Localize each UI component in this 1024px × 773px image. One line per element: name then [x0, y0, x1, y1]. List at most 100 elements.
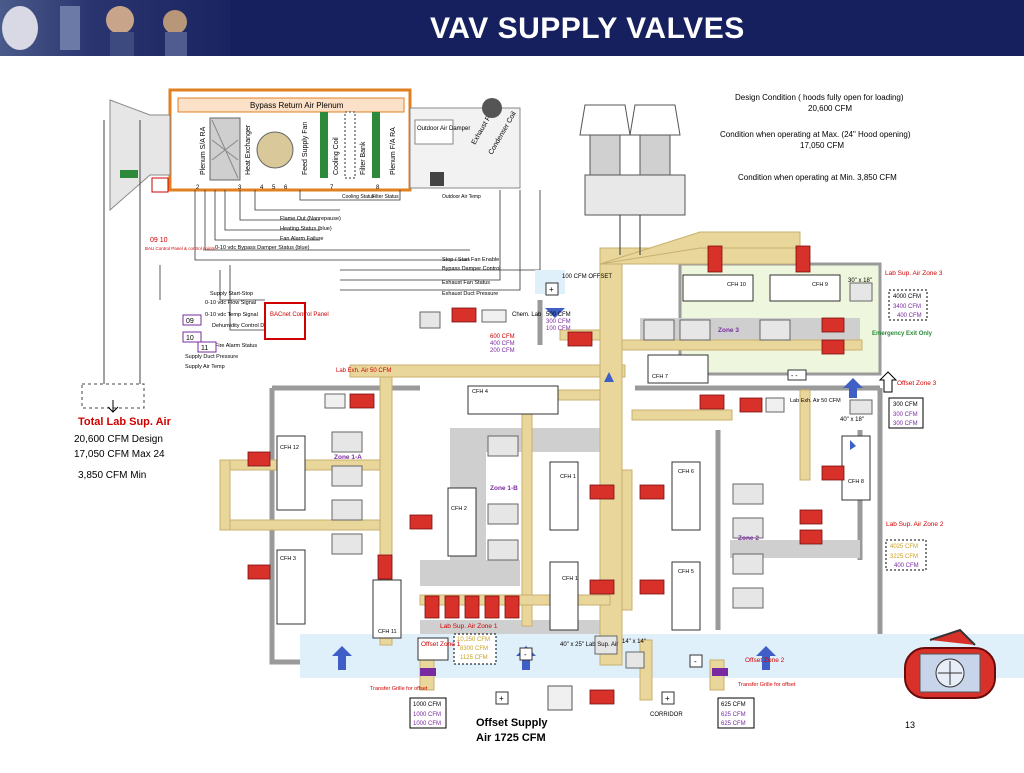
min-label: Condition when operating at Min. 3,850 C…: [738, 173, 897, 182]
chem-offset: 100 CFM OFFSET: [562, 274, 612, 280]
bacnet-panel: [264, 302, 306, 340]
signal-fan-alarm: Fan Alarm Failure: [280, 236, 323, 242]
fume-hoods: [276, 274, 871, 639]
zone1-transfer: Transfer Grille for offset: [370, 686, 428, 692]
ahu-section-3: Feed Supply Fan: [302, 122, 309, 175]
signal-exhaust-status: Exhaust Fan Status: [442, 280, 490, 286]
zone1-label: Lab Sup. Air Zone 1: [440, 623, 498, 630]
total-design: 20,600 CFM Design: [74, 434, 163, 445]
chem-cfm-l1: 600 CFM: [490, 334, 515, 340]
zone2-label: Lab Sup. Air Zone 2: [886, 521, 944, 528]
hood-cfh6: [671, 461, 701, 531]
chem-cfm-l2: 400 CFM: [490, 341, 515, 347]
offset-supply-unit: [547, 685, 573, 711]
zone1-offset-2: 1000 CFM: [413, 712, 441, 718]
zone3-offset-label: Offset Zone 3: [897, 380, 937, 387]
hood-cfh4: [467, 385, 559, 415]
hood-cfh11: [372, 579, 402, 639]
green-indicator: [120, 170, 138, 178]
zone3-duct: 30" x 18": [848, 278, 872, 284]
hood-cfh5: [671, 561, 701, 631]
outdoor-damper-box: [414, 119, 454, 145]
zone3-minus: - -: [791, 373, 798, 380]
hood-label-cfh4: CFH 4: [472, 389, 488, 395]
signal-flame: Flame Out (Nanrepause): [280, 216, 341, 222]
zone1-offset-label: Offset Zone 1: [421, 641, 461, 648]
zone3-offset-2: 300 CFM: [893, 412, 918, 418]
ahu-num-5: 5: [272, 185, 276, 191]
ahu-num-3: 3: [238, 185, 242, 191]
plus-box-chem: [545, 282, 559, 296]
plus-sign-2: +: [665, 694, 670, 703]
offset-supply-cfm: Air 1725 CFM: [476, 732, 546, 744]
box-11: [197, 341, 217, 353]
box-09-label: 09: [186, 318, 194, 325]
diagram-stage: Bypass Return Air Plenum Outdoor Air Dam…: [0, 56, 1024, 768]
zone2-offset-box: [717, 697, 755, 729]
exhaust-fan-icon: [482, 98, 502, 118]
bypass-plenum-label: Bypass Return Air Plenum: [250, 101, 344, 110]
max-cfm: 17,050 CFM: [800, 141, 844, 150]
rooftop-units: [579, 104, 686, 255]
total-title: Total Lab Sup. Air: [78, 416, 172, 428]
plus-box-1: [495, 691, 509, 705]
hood-cfh3: [276, 549, 306, 625]
exhaust-box-right: [765, 397, 785, 413]
hood-cfh7: [647, 354, 709, 384]
ctrl-note: BAU Control Panel & control points: [145, 246, 216, 251]
zone3-duct2: 40" x 18": [840, 417, 864, 423]
emergency-exit: Emergency Exit Only: [872, 331, 933, 337]
chem-cfm-r2: 300 CFM: [546, 319, 571, 325]
total-max: 17,050 CFM Max 24: [74, 449, 165, 460]
design-label: Design Condition ( hoods fully open for …: [735, 93, 904, 102]
zone2-cfm-3: 400 CFM: [894, 563, 919, 569]
page-number: 13: [905, 720, 916, 730]
hood-label-cfh1b: CFH 1: [562, 576, 578, 582]
plus-sign-1: +: [499, 694, 504, 703]
signal-bypass-damper: 0-10 vdc Bypass Damper Status (blue): [215, 245, 310, 251]
plus-box-2: [661, 691, 675, 705]
zone3-offset-3: 300 CFM: [893, 421, 918, 427]
transfer-grilles: [420, 668, 728, 676]
zone2-offset-3: 625 CFM: [721, 721, 746, 727]
ahu-num-4: 4: [260, 185, 264, 191]
hood-cfh12: [276, 435, 306, 511]
hood-label-cfh6: CFH 6: [678, 469, 694, 475]
hood-cfh9: [769, 274, 841, 302]
ahu-num-6: 6: [284, 185, 288, 191]
zone3-offset-arrow: [878, 371, 898, 393]
hood-cfh1b: [549, 561, 579, 631]
hood-cfh2: [447, 487, 477, 557]
red-sensor-box: [151, 177, 169, 193]
zone1-offset-3: 1000 CFM: [413, 721, 441, 727]
lab-benches: [331, 282, 873, 669]
control-wiring: [159, 190, 541, 331]
signal-fire-alarm: Fire Alarm Status: [215, 343, 257, 349]
signal-supply-temp: Supply Air Temp: [185, 364, 225, 370]
duct-14-label: 14" x 14": [622, 639, 646, 645]
supply-fan-icon: [256, 131, 294, 169]
zone3-minus-box: [787, 369, 807, 381]
signal-duct-pressure: Supply Duct Pressure: [185, 354, 238, 360]
minus-sign-2: -: [694, 657, 697, 666]
signal-temp: 0-10 vdc Temp Signal: [205, 312, 258, 318]
ahu-num-7: 7: [330, 185, 334, 191]
ahu-section-1: Plenum S/A RA: [200, 126, 207, 175]
zone3-offset-1: 300 CFM: [893, 402, 918, 408]
minus-box-1: [519, 647, 533, 661]
vav-diagram: Bypass Return Air Plenum Outdoor Air Dam…: [74, 88, 1024, 744]
intake-hood: [81, 99, 171, 413]
zone2-cfm-2: 3225 CFM: [890, 554, 918, 560]
hood-label-cfh9: CFH 9: [812, 282, 828, 288]
zone2-offset-label: Offset Zone 2: [745, 657, 785, 664]
lab-worker-image: [2, 6, 187, 56]
zone1-offset-1: 1000 CFM: [413, 702, 441, 708]
chem-cfm-r3: 100 CFM: [546, 326, 571, 332]
filter-status-label: Filter Status: [372, 194, 399, 200]
chem-lab-label: Chem. Lab: [512, 312, 542, 318]
zone1-cfm-1: 10,250 CFM: [457, 637, 490, 643]
zone1b-tag: Zone 1-B: [490, 485, 518, 492]
ctrl-nums: 09 10: [150, 237, 168, 244]
hood-label-cfh7: CFH 7: [652, 374, 668, 380]
hood-label-cfh3: CFH 3: [280, 556, 296, 562]
